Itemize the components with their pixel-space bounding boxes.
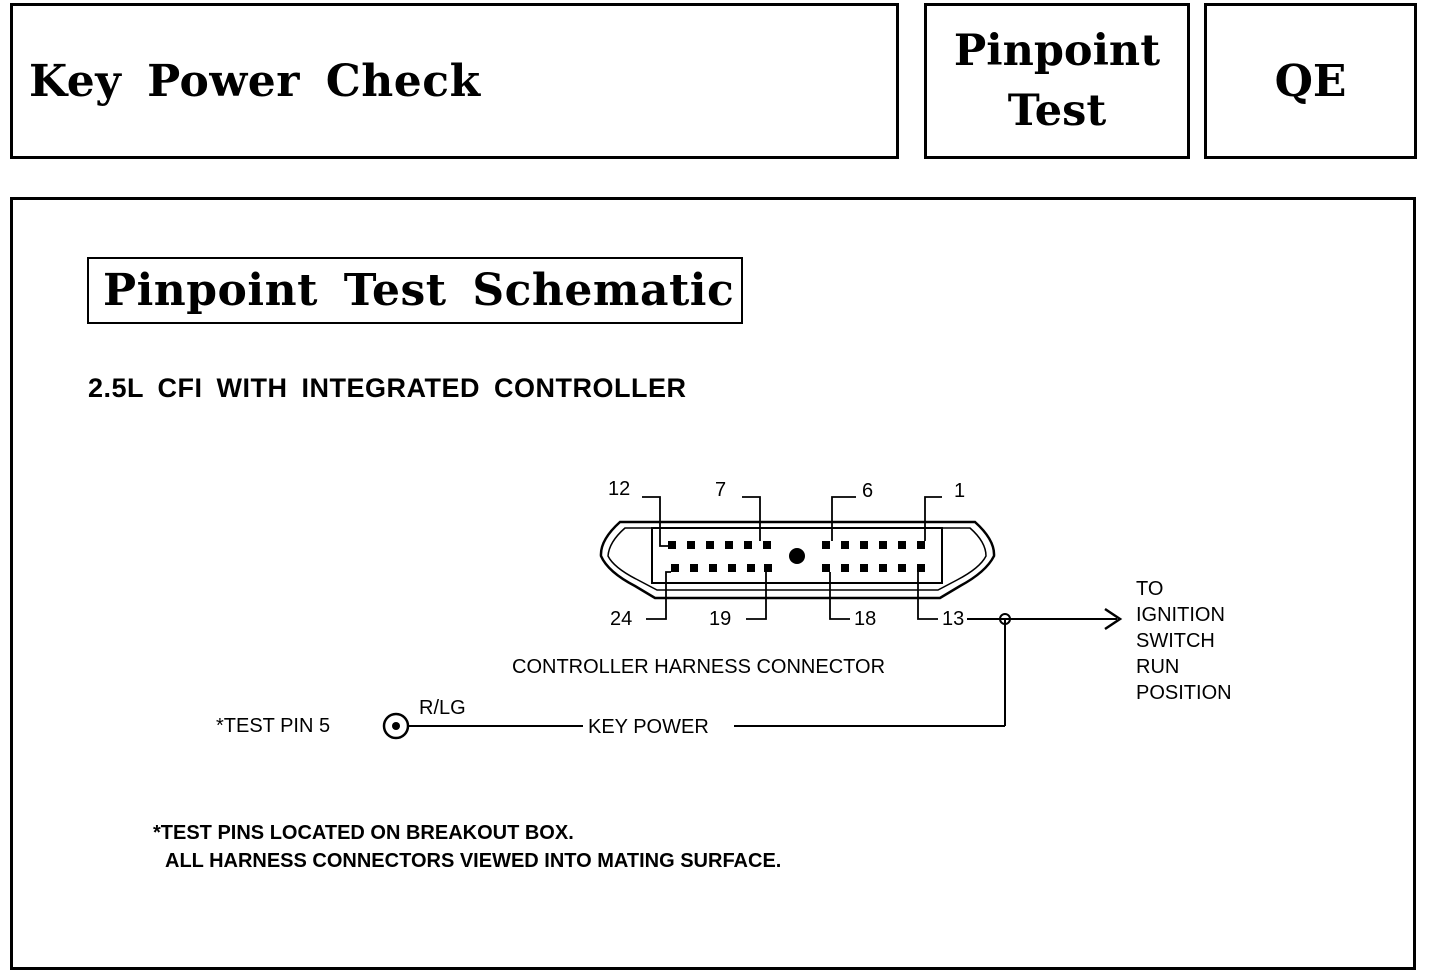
header-code-box: QE [1204,3,1417,159]
test-type-label: Pinpoint Test [954,21,1160,141]
destination-line: RUN [1136,656,1180,678]
connector-center-post [789,548,805,564]
splice-dot [999,613,1011,625]
pin-row-top-right [822,541,925,549]
wire-color-label: R/LG [419,697,466,719]
test-type-line1: Pinpoint [953,26,1161,76]
pin-label-1: 1 [954,480,966,502]
pin-leaders [642,496,942,620]
connector-label: CONTROLLER HARNESS CONNECTOR [512,656,886,678]
header-test-type-box: Pinpoint Test [924,3,1190,159]
connector-lip [607,527,987,591]
pin-row-top-left [668,541,771,549]
note-connectors-view: ALL HARNESS CONNECTORS VIEWED INTO MATIN… [165,850,782,872]
test-pin-label: *TEST PIN 5 [216,715,331,737]
schematic-title-box: Pinpoint Test Schematic [87,257,743,324]
test-code: QE [1274,55,1347,107]
page-title: Key Power Check [29,56,481,107]
schematic-panel [10,197,1416,970]
pin-label-12: 12 [608,478,631,500]
pin-row-bottom-right [822,564,925,572]
destination-label: TO IGNITION SWITCH RUN POSITION [1136,576,1232,706]
test-pin-center [392,722,400,730]
test-type-line2: Test [1007,86,1107,136]
pin-label-6: 6 [862,480,874,502]
circuit-label: KEY POWER [588,716,709,738]
key-power-wire [408,618,1117,727]
destination-line: IGNITION [1136,604,1225,626]
destination-line: TO [1136,578,1164,600]
connector-face [651,527,943,584]
destination-line: SWITCH [1136,630,1215,652]
schematic-title: Pinpoint Test Schematic [103,265,735,316]
schematic-subtitle: 2.5L CFI WITH INTEGRATED CONTROLLER [88,373,687,403]
pin-label-19: 19 [709,608,732,630]
test-pin-terminal [382,712,410,740]
pin-label-18: 18 [854,608,877,630]
connector-shell [599,520,996,600]
destination-line: POSITION [1136,682,1232,704]
arrow-head [1104,607,1123,631]
header-title-box: Key Power Check [10,3,899,159]
pin-label-13: 13 [942,608,965,630]
pin-label-24: 24 [610,608,633,630]
pin-row-bottom-left [671,564,772,572]
pin-label-7: 7 [715,479,727,501]
note-test-pins: *TEST PINS LOCATED ON BREAKOUT BOX. [153,822,574,844]
